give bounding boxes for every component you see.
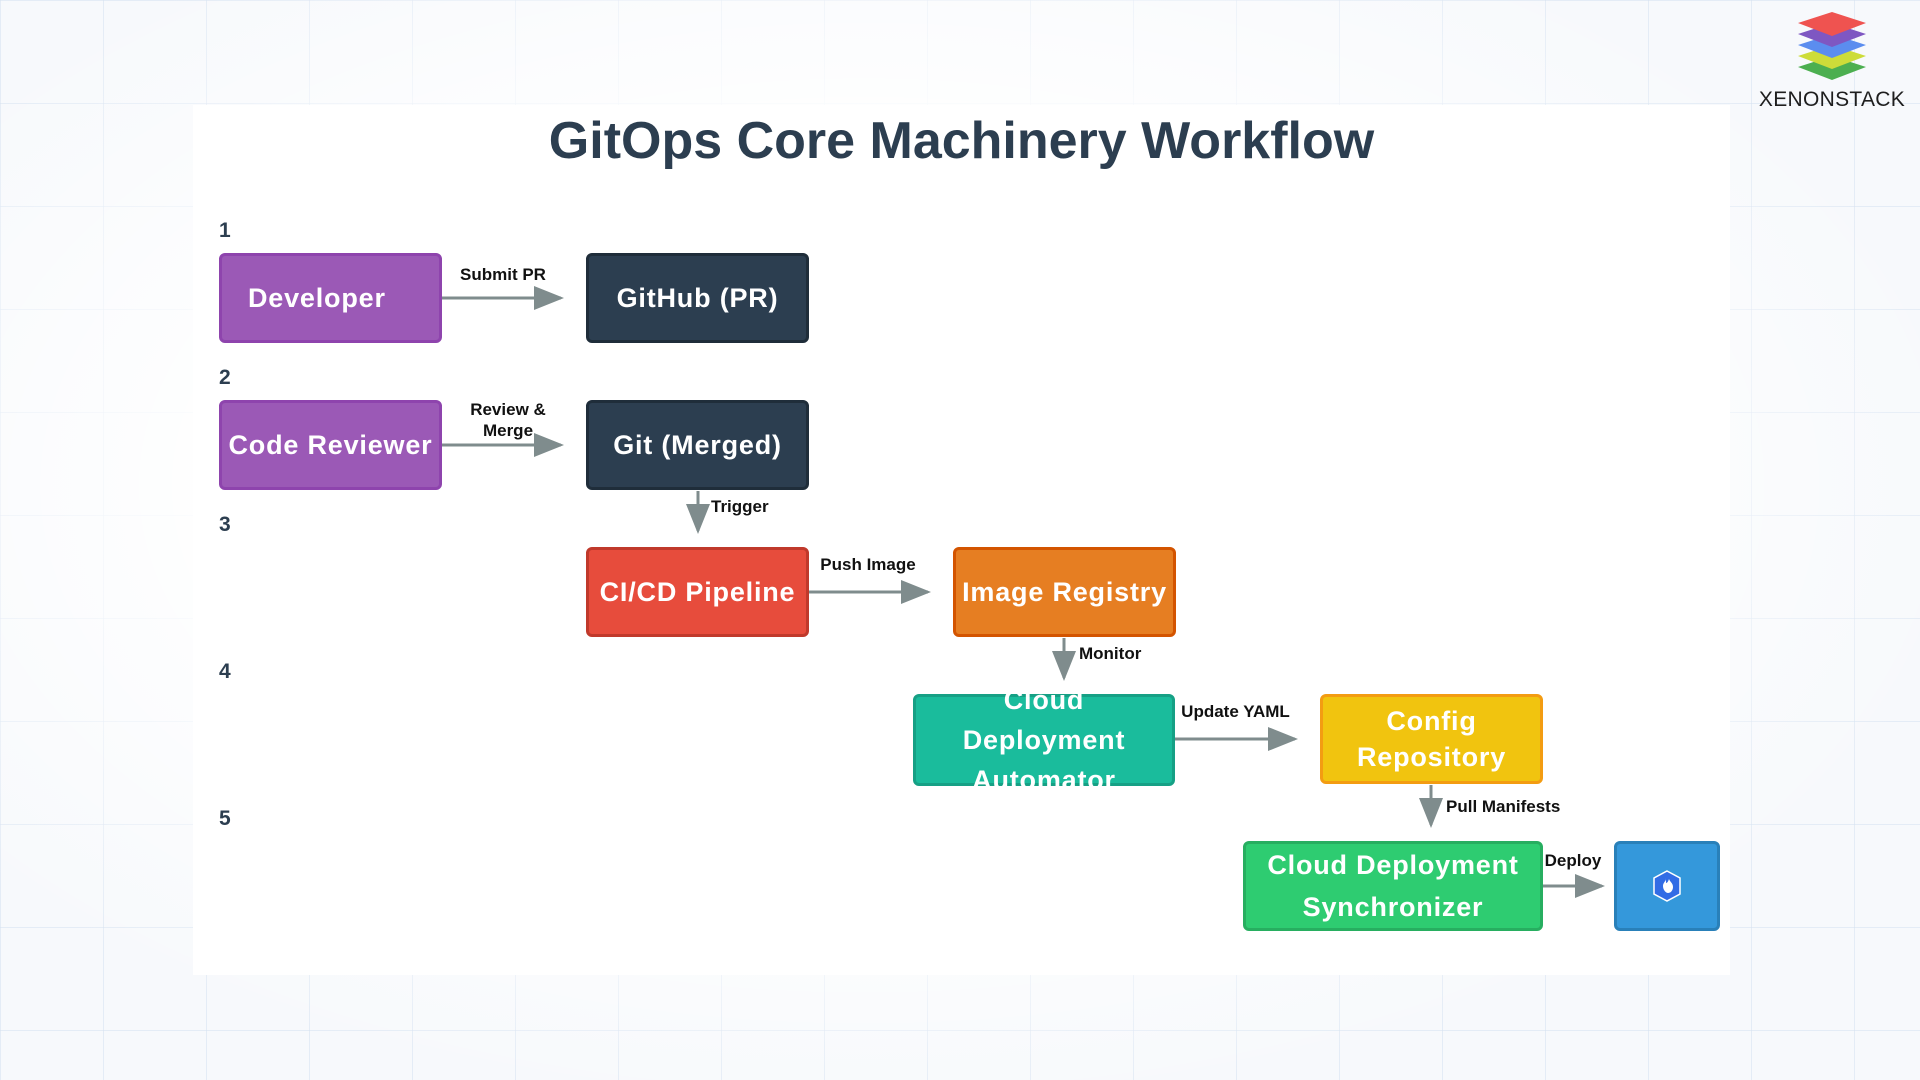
node-code-reviewer: Code Reviewer	[219, 400, 442, 490]
label-push-image: Push Image	[820, 555, 916, 574]
xenonstack-logo: XENONSTACK	[1752, 4, 1912, 114]
step-number-3: 3	[219, 513, 231, 536]
step-number-5: 5	[219, 807, 231, 830]
brand-name: XENONSTACK	[1758, 88, 1906, 111]
step-number-1: 1	[219, 219, 231, 242]
node-developer: Developer	[219, 253, 442, 343]
label-pull-manifests: Pull Manifests	[1446, 797, 1561, 816]
page-title: GitOps Core Machinery Workflow	[548, 112, 1375, 170]
step-number-4: 4	[219, 660, 231, 683]
node-cloud-deployment-automator: Cloud Deployment Automator	[913, 685, 1175, 795]
node-git-merged: Git (Merged)	[586, 400, 809, 490]
node-config-repository: Config Repository	[1320, 694, 1543, 784]
node-cicd-pipeline: CI/CD Pipeline	[586, 547, 809, 637]
node-github-pr: GitHub (PR)	[586, 253, 809, 343]
layered-stack-icon	[1798, 12, 1866, 80]
label-review-merge: Review & Merge	[470, 400, 546, 440]
label-deploy: Deploy	[1544, 851, 1602, 870]
label-trigger: Trigger	[711, 497, 769, 516]
label-submit-pr: Submit PR	[460, 265, 546, 284]
node-image-registry: Image Registry	[953, 547, 1176, 637]
connector-layer	[441, 286, 1605, 898]
diagram-card: GitOps Core Machinery Workflow 1 2 3 4 5…	[193, 105, 1730, 975]
kubernetes-icon	[1653, 870, 1681, 902]
step-number-2: 2	[219, 366, 231, 389]
node-cloud-deployment-synchronizer: Cloud Deployment Synchronizer	[1243, 841, 1543, 931]
label-monitor: Monitor	[1079, 644, 1142, 663]
node-kubernetes-cluster	[1614, 841, 1720, 931]
label-update-yaml: Update YAML	[1181, 702, 1290, 721]
